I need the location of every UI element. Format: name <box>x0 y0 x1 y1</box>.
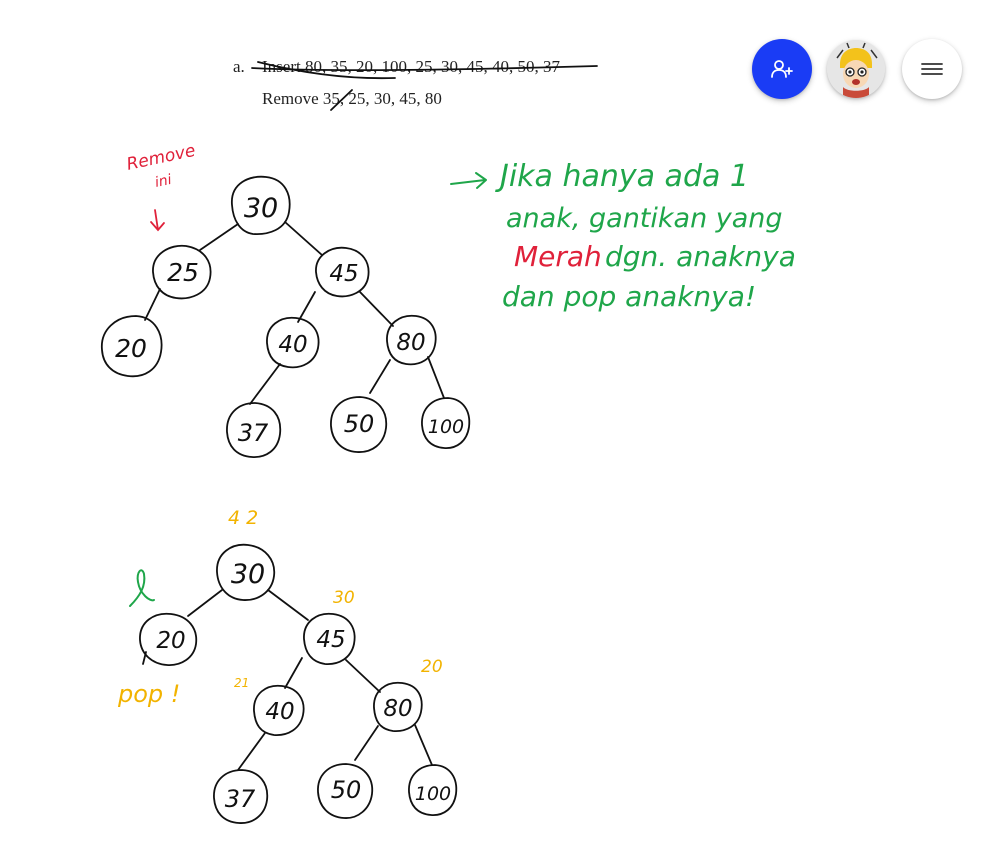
tree2-edges <box>142 589 433 771</box>
tree2-node-label: 20 <box>156 628 185 654</box>
tree1-node-label: 25 <box>167 258 199 287</box>
tree-1: 30 25 45 20 40 80 37 50 <box>101 141 471 458</box>
note-line-1: Jika hanya ada 1 <box>495 159 749 194</box>
green-squiggle-icon <box>129 569 155 607</box>
doc-line-b: Remove 35, 25, 30, 45, 80 <box>262 89 442 108</box>
document-excerpt: a. Insert 80, 35, 20, 100, 25, 30, 45, 4… <box>233 57 598 111</box>
tree2-node-label: 37 <box>225 785 256 813</box>
tree2-node: 30 <box>216 543 276 601</box>
tree1-node-label: 45 <box>329 261 358 287</box>
height-annotation-40: 21 <box>234 676 249 690</box>
note-red-word: Merah <box>514 240 602 273</box>
tree2-node-label: 45 <box>316 627 345 653</box>
tree1-node: 80 <box>386 314 437 366</box>
strike-through-stroke-2 <box>257 61 396 80</box>
add-person-icon <box>771 60 793 78</box>
tree1-node: 50 <box>330 396 388 453</box>
remove-annotation: Remove <box>125 141 197 175</box>
tree1-node: 37 <box>226 402 282 458</box>
tree1-node: 25 <box>152 244 212 300</box>
tree2-node: 20 <box>139 612 198 666</box>
height-annotation-root: 4 2 <box>228 507 258 529</box>
tree1-node-label: 100 <box>428 416 464 438</box>
ini-annotation: ini <box>154 172 174 191</box>
note-line-2: anak, gantikan yang <box>506 203 783 234</box>
tree1-node: 100 <box>421 397 471 449</box>
tree2-node-label: 100 <box>415 783 451 805</box>
tree2-node: 50 <box>317 763 374 819</box>
tree1-node-label: 50 <box>344 410 375 438</box>
tree-2: 30 20 45 40 80 37 50 100 <box>117 507 458 824</box>
green-note: Jika hanya ada 1 anak, gantikan yang Mer… <box>450 159 796 313</box>
tree1-node-label: 40 <box>278 332 307 358</box>
tree1-node: 30 <box>231 175 291 235</box>
tree1-node-label: 80 <box>396 330 425 356</box>
tree2-node: 100 <box>408 764 458 816</box>
tree1-node: 20 <box>101 315 163 378</box>
tree2-node-label: 80 <box>383 696 412 722</box>
red-arrow-icon <box>150 209 165 232</box>
tree2-node-label: 30 <box>231 559 265 590</box>
green-arrow-icon <box>450 172 487 189</box>
tree1-node: 45 <box>315 246 370 298</box>
strike-slash-stroke <box>330 89 353 111</box>
doc-line-a-struck: Insert 80, 35, 20, 100, 25, 30, 45, 40, … <box>262 57 560 76</box>
tree1-node-label: 20 <box>115 334 147 363</box>
note-line-3: dgn. anaknya <box>605 240 796 273</box>
doc-line-a-prefix: a. <box>233 57 245 76</box>
user-avatar-button[interactable] <box>827 40 885 98</box>
tree2-node: 80 <box>373 681 423 732</box>
tree1-node: 40 <box>266 316 320 369</box>
height-annotation-80: 20 <box>421 657 443 677</box>
strike-through-stroke <box>251 65 598 72</box>
tree1-node-label: 37 <box>238 419 269 447</box>
tree2-node: 37 <box>213 769 269 824</box>
hamburger-menu-icon <box>921 63 943 75</box>
tree1-node-label: 30 <box>244 193 278 224</box>
height-annotation-45: 30 <box>333 588 355 608</box>
tree2-node-label: 40 <box>265 699 294 725</box>
tree2-node-label: 50 <box>331 776 362 804</box>
tree2-node: 40 <box>253 684 305 736</box>
tree2-node: 45 <box>303 612 356 665</box>
main-menu-button[interactable] <box>902 39 962 99</box>
note-line-4: dan pop anaknya! <box>502 280 756 313</box>
avatar-icon <box>827 40 885 98</box>
tree1-edges <box>144 221 445 405</box>
pop-annotation: pop ! <box>117 680 180 708</box>
add-collaborator-button[interactable] <box>752 39 812 99</box>
